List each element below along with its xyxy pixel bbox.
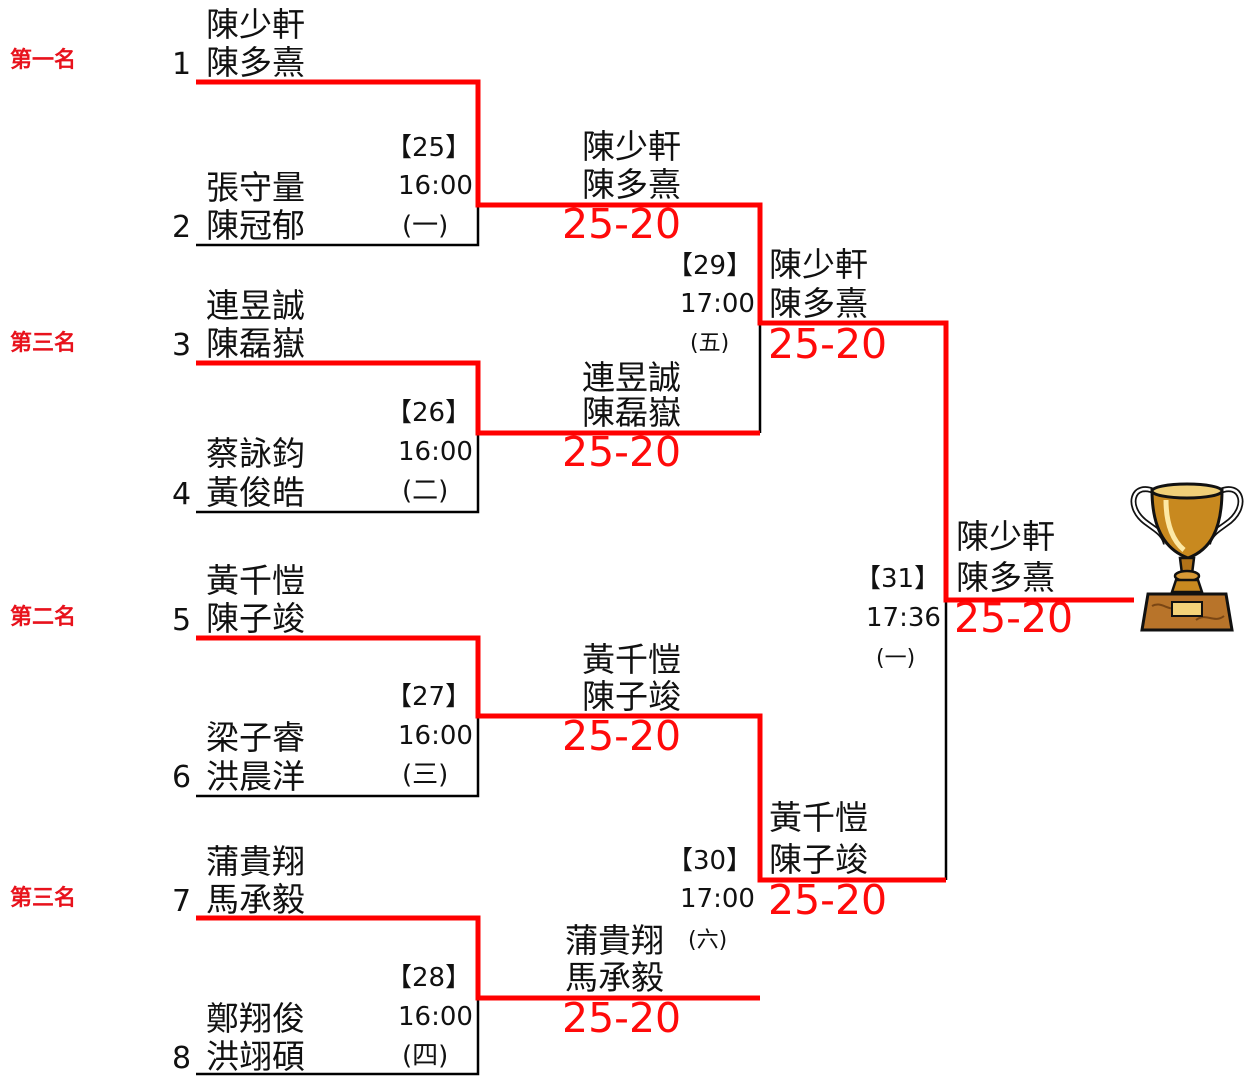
rank-third-a: 第三名 [10, 331, 77, 356]
rank-second: 第二名 [10, 605, 77, 630]
m30-number: 【30】 [667, 846, 753, 876]
m25-score: 25-20 [562, 200, 682, 248]
entry5-player1: 黃千愷 [206, 561, 305, 600]
entry6-seed: 6 [172, 760, 192, 795]
m29-time: 17:00 [680, 289, 755, 319]
m29-score: 25-20 [768, 320, 888, 368]
entry7-seed: 7 [172, 884, 192, 919]
m29-number: 【29】 [667, 251, 753, 281]
m26-time: 16:00 [398, 437, 473, 467]
m28-score: 25-20 [562, 994, 682, 1042]
m30-time: 17:00 [680, 884, 755, 914]
entry4-seed: 4 [172, 477, 192, 512]
m28-winner-player2: 馬承毅 [565, 958, 664, 997]
entry8-line [196, 998, 480, 1076]
entry5-win-line [196, 635, 946, 883]
entry4-player1: 蔡詠鈞 [206, 434, 305, 473]
entry8-player2: 洪翊碩 [206, 1037, 305, 1076]
trophy-icon [1130, 482, 1244, 632]
entry7-player1: 蒲貴翔 [206, 842, 305, 881]
entry3-seed: 3 [172, 328, 192, 363]
entry7-player2: 馬承毅 [206, 880, 305, 919]
entry2-player2: 陳冠郁 [206, 206, 305, 245]
entry3-player1: 連昱誠 [206, 286, 305, 325]
m29-winner-player1: 陳少軒 [769, 245, 868, 284]
m27-court: (三) [402, 760, 449, 790]
entry6-player2: 洪晨洋 [206, 757, 305, 796]
m29-winner-player2: 陳多熹 [769, 284, 868, 323]
entry1-win-line [196, 79, 1134, 603]
m25-time: 16:00 [398, 171, 473, 201]
entry4-line [196, 433, 480, 514]
entry1-player1: 陳少軒 [206, 5, 305, 44]
m31-winner-player1: 陳少軒 [956, 517, 1055, 556]
m26-court: (二) [402, 476, 449, 506]
entry6-player1: 梁子睿 [206, 718, 305, 757]
m28-winner-player1: 蒲貴翔 [565, 921, 664, 960]
entry2-player1: 張守量 [206, 168, 305, 207]
entry6-line [196, 716, 480, 798]
m26-winner-player2: 陳磊嶽 [582, 393, 681, 432]
winner-lines [196, 79, 1134, 1001]
entry5-seed: 5 [172, 603, 192, 638]
m27-score: 25-20 [562, 712, 682, 760]
entry7-win-line [196, 915, 760, 1001]
m30-winner-player1: 黃千愷 [769, 798, 868, 837]
m27-number: 【27】 [386, 682, 472, 712]
m31-court: (一) [876, 646, 916, 671]
m26-score: 25-20 [562, 428, 682, 476]
m31-score: 25-20 [954, 594, 1074, 642]
m28-number: 【28】 [386, 963, 472, 993]
entry2-seed: 2 [172, 210, 192, 245]
m31-time: 17:36 [866, 603, 941, 633]
m30-court: (六) [688, 928, 728, 953]
m27-winner-player1: 黃千愷 [582, 640, 681, 679]
m30-score: 25-20 [768, 876, 888, 924]
entry8-player1: 鄭翔俊 [206, 999, 305, 1038]
entry2-line [196, 205, 480, 247]
m25-winner-player2: 陳多熹 [582, 165, 681, 204]
m31-number: 【31】 [855, 564, 941, 594]
entry8-seed: 8 [172, 1041, 192, 1076]
m25-court: (一) [402, 211, 449, 241]
m28-court: (四) [402, 1041, 449, 1071]
entry3-win-line [196, 360, 760, 436]
entry1-player2: 陳多熹 [206, 43, 305, 82]
m29-court: (五) [690, 331, 730, 356]
entry5-player2: 陳子竣 [206, 599, 305, 638]
m31-winner-player2: 陳多熹 [956, 558, 1055, 597]
entry4-player2: 黃俊皓 [206, 473, 305, 512]
rank-third-b: 第三名 [10, 886, 77, 911]
m27-winner-player2: 陳子竣 [582, 677, 681, 716]
m28-time: 16:00 [398, 1002, 473, 1032]
entry3-player2: 陳磊嶽 [206, 324, 305, 363]
rank-first: 第一名 [10, 48, 77, 73]
m25-number: 【25】 [386, 133, 472, 163]
m27-time: 16:00 [398, 721, 473, 751]
m25-winner-player1: 陳少軒 [582, 127, 681, 166]
m26-winner-player1: 連昱誠 [582, 358, 681, 397]
m26-number: 【26】 [386, 398, 472, 428]
entry1-seed: 1 [172, 47, 192, 82]
m30-winner-player2: 陳子竣 [769, 840, 868, 879]
